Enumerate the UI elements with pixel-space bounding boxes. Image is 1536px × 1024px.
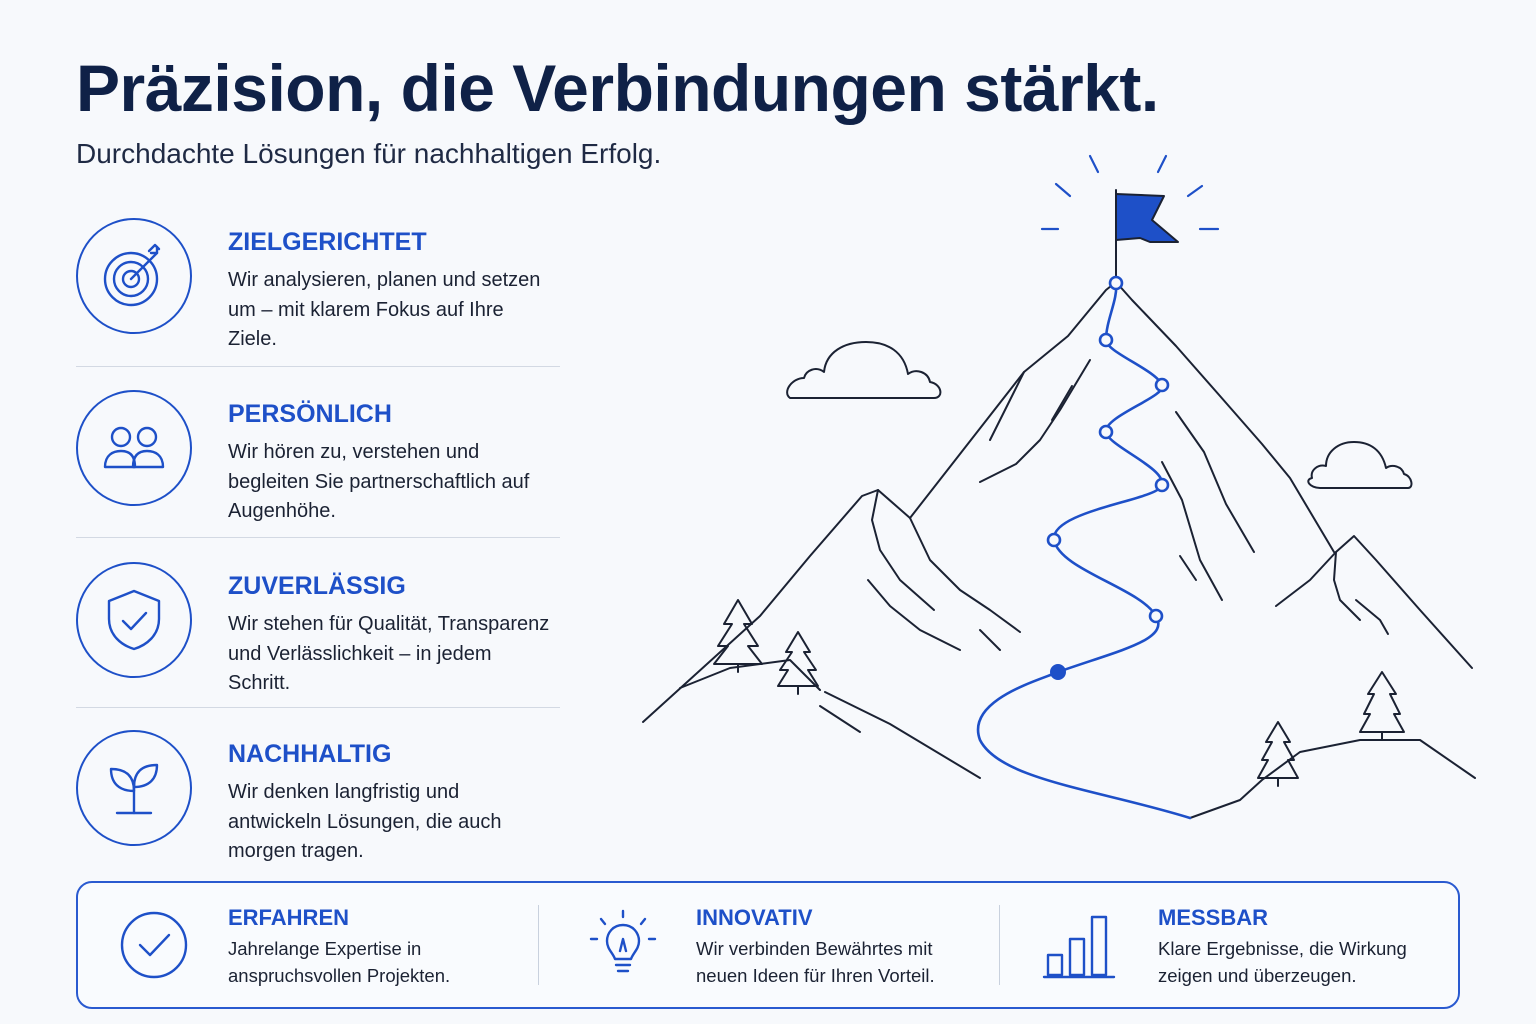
feature-title: ZUVERLÄSSIG [228, 572, 406, 600]
highlights-box: ERFAHREN Jahrelange Expertise in anspruc… [76, 881, 1460, 1009]
mountain-main [909, 281, 1335, 553]
bar-chart-icon [1042, 915, 1116, 979]
summit-path [976, 281, 1192, 820]
feature-text: Wir hören zu, verstehen und begleiten Si… [228, 441, 530, 522]
flag-icon [1115, 189, 1179, 283]
highlight-title: INNOVATIV [696, 905, 813, 930]
feature-title: ZIELGERICHTET [228, 228, 427, 256]
tree-icon [1359, 671, 1405, 741]
divider [76, 537, 560, 538]
target-icon [76, 218, 192, 334]
feature-text: Wir denken langfristig und antwickeln Lö… [228, 781, 502, 862]
tree-icon [713, 599, 763, 673]
divider [76, 707, 560, 708]
highlight-innovativ: INNOVATIV Wir verbinden Bewährtes mit ne… [539, 883, 999, 1007]
highlight-text: Jahrelange Expertise in anspruchsvollen … [228, 938, 451, 986]
path-waypoints [1046, 275, 1170, 624]
feature-text: Wir analysieren, planen und setzen um – … [228, 269, 541, 350]
shield-check-icon [76, 562, 192, 678]
check-circle-icon [120, 911, 188, 979]
cloud-icon [786, 341, 942, 399]
tree-icon [777, 631, 819, 695]
sprout-icon [76, 730, 192, 846]
sun-rays-icon [1040, 154, 1220, 231]
page-title: Präzision, die Verbindungen stärkt. [76, 51, 1159, 125]
highlight-title: ERFAHREN [228, 905, 350, 930]
separator [999, 905, 1000, 985]
feature-title: PERSÖNLICH [228, 400, 392, 428]
feature-title: NACHHALTIG [228, 740, 392, 768]
divider [76, 366, 560, 367]
highlight-title: MESSBAR [1158, 905, 1269, 930]
cloud-icon [1307, 441, 1413, 489]
tree-icon [1257, 721, 1299, 787]
highlight-messbar: MESSBAR Klare Ergebnisse, die Wirkung ze… [1000, 883, 1460, 1007]
mountain-illustration [642, 154, 1476, 820]
highlight-erfahren: ERFAHREN Jahrelange Expertise in anspruc… [78, 883, 538, 1007]
lightbulb-icon [589, 909, 657, 973]
feature-text: Wir stehen für Qualität, Transparenz und… [228, 613, 550, 694]
mountain-right [1189, 739, 1476, 819]
page-subtitle: Durchdachte Lösungen für nachhaltigen Er… [76, 138, 662, 169]
separator [538, 905, 539, 985]
people-icon [76, 390, 192, 506]
highlight-text: Wir verbinden Bewährtes mit neuen Ideen … [696, 938, 935, 986]
highlight-text: Klare Ergebnisse, die Wirkung zeigen und… [1158, 938, 1407, 986]
current-position-marker [1050, 664, 1066, 680]
mountain-left [642, 489, 911, 723]
